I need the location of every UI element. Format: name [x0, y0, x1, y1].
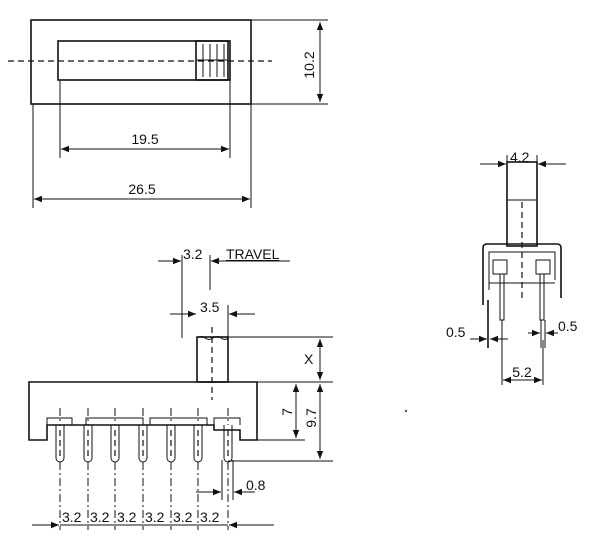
dim-total-label: 9.7 — [303, 408, 319, 428]
side-dim-actuator-label: 4.2 — [510, 149, 530, 165]
contact-housing — [85, 417, 144, 425]
pitch-label: 3.2 — [145, 509, 165, 525]
dim-slot-label: 19.5 — [131, 131, 158, 147]
travel-label: TRAVEL — [226, 246, 280, 262]
contact-housing — [213, 417, 241, 425]
dim-pin-label: 0.8 — [246, 477, 266, 493]
pitch-label: 3.2 — [200, 509, 220, 525]
contact-housing — [149, 417, 208, 425]
side-dim-spacing-label: 5.2 — [512, 364, 532, 380]
side-dim-pin-left-label: 0.5 — [446, 324, 466, 340]
side-view: 4.2 0.5 0.5 5.2 — [446, 149, 578, 385]
pitch-label: 3.2 — [173, 509, 193, 525]
top-view: 10.2 19.5 26.5 — [8, 19, 328, 208]
front-view: 3.2 TRAVEL 3.5 X 7 9.7 0.8 3.2 3.2 3.2 3.2 3… — [28, 246, 333, 530]
dim-x-label: X — [304, 351, 314, 367]
side-dim-pin-right-label: 0.5 — [558, 318, 578, 334]
pitch-label: 3.2 — [117, 509, 137, 525]
dim-actuator-label: 3.5 — [200, 299, 220, 315]
pitch-label: 3.2 — [90, 509, 110, 525]
dim-travel-label: 3.2 — [183, 246, 203, 262]
speck — [404, 409, 408, 413]
dim-height-label: 10.2 — [301, 51, 317, 78]
pitch-label: 3.2 — [62, 509, 82, 525]
dim-length-label: 26.5 — [128, 181, 155, 197]
contact-housing — [46, 417, 73, 425]
dim-body-label: 7 — [279, 408, 295, 416]
